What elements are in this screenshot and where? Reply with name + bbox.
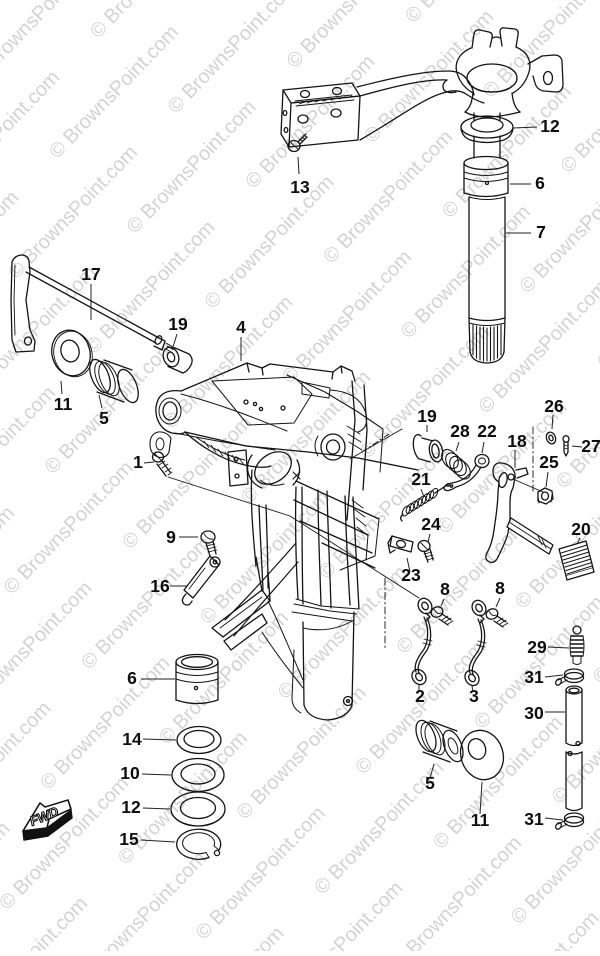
svg-text:26: 26 bbox=[544, 396, 564, 416]
svg-text:13: 13 bbox=[290, 177, 310, 197]
svg-text:14: 14 bbox=[122, 729, 142, 749]
svg-text:12: 12 bbox=[121, 797, 141, 817]
svg-text:6: 6 bbox=[535, 173, 545, 193]
svg-text:28: 28 bbox=[450, 421, 470, 441]
svg-text:10: 10 bbox=[120, 763, 140, 783]
svg-text:2: 2 bbox=[415, 686, 425, 706]
svg-text:19: 19 bbox=[168, 314, 188, 334]
svg-text:6: 6 bbox=[127, 668, 137, 688]
svg-text:8: 8 bbox=[495, 578, 505, 598]
svg-text:12: 12 bbox=[540, 116, 560, 136]
svg-text:20: 20 bbox=[571, 519, 591, 539]
svg-text:16: 16 bbox=[150, 576, 170, 596]
svg-text:1: 1 bbox=[133, 452, 143, 472]
svg-text:27: 27 bbox=[581, 436, 600, 456]
svg-text:18: 18 bbox=[507, 431, 527, 451]
svg-text:3: 3 bbox=[469, 686, 479, 706]
svg-text:5: 5 bbox=[99, 408, 109, 428]
svg-text:30: 30 bbox=[524, 703, 544, 723]
svg-text:29: 29 bbox=[527, 637, 547, 657]
svg-text:24: 24 bbox=[421, 514, 441, 534]
svg-text:11: 11 bbox=[471, 810, 490, 830]
svg-text:21: 21 bbox=[411, 469, 431, 489]
svg-text:31: 31 bbox=[524, 809, 544, 829]
svg-text:17: 17 bbox=[81, 264, 100, 284]
svg-text:9: 9 bbox=[166, 527, 176, 547]
svg-text:22: 22 bbox=[477, 421, 497, 441]
svg-text:25: 25 bbox=[539, 452, 559, 472]
svg-text:11: 11 bbox=[54, 394, 73, 414]
svg-text:4: 4 bbox=[236, 317, 246, 337]
svg-text:15: 15 bbox=[119, 829, 139, 849]
svg-text:5: 5 bbox=[425, 773, 435, 793]
svg-text:23: 23 bbox=[401, 565, 421, 585]
svg-text:31: 31 bbox=[524, 667, 544, 687]
svg-text:19: 19 bbox=[417, 406, 437, 426]
svg-text:7: 7 bbox=[536, 222, 546, 242]
svg-text:8: 8 bbox=[440, 579, 450, 599]
